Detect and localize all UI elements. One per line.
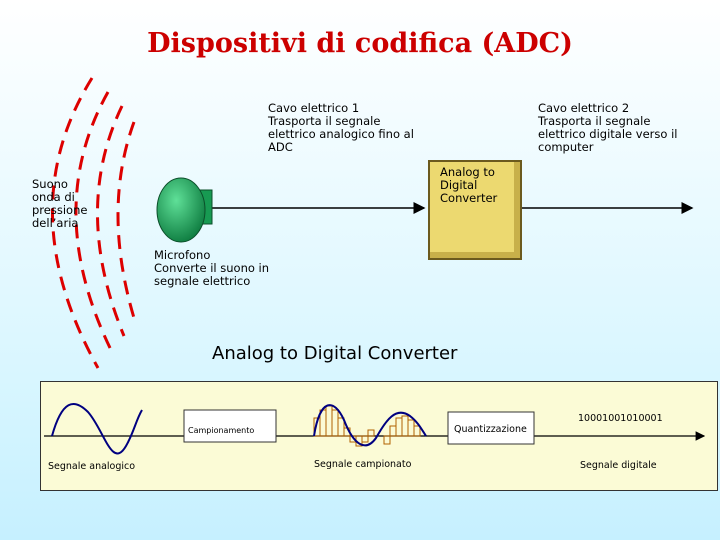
page-title: Dispositivi di codifica (ADC) xyxy=(147,28,573,59)
sampled-signal-wave xyxy=(313,404,427,447)
sound-wave-4 xyxy=(116,121,136,319)
adc-box-label: Analog to Digital Converter xyxy=(440,166,497,205)
sound-title: Suono xyxy=(32,177,68,191)
analog-signal-wave xyxy=(51,403,143,455)
digital-signal-label: Segnale digitale xyxy=(580,460,657,471)
cable2-label: Cavo elettrico 2 Trasporta il segnale el… xyxy=(538,102,678,154)
cable1-label: Cavo elettrico 1 Trasporta il segnale el… xyxy=(268,102,418,154)
cable1-title: Cavo elettrico 1 xyxy=(268,101,360,115)
sampled-signal-label: Segnale campionato xyxy=(314,459,412,470)
adc-box-line-3: Converter xyxy=(440,191,498,205)
sound-waves xyxy=(51,77,136,369)
sound-label: Suono onda di pressione dell’aria xyxy=(32,178,96,230)
adc-section-title: Analog to Digital Converter xyxy=(212,343,458,364)
bits-output: 10001001010001 xyxy=(578,413,663,424)
cable1-desc: Trasporta il segnale elettrico analogico… xyxy=(268,114,414,154)
digital-output-box xyxy=(568,400,668,428)
analog-signal-label: Segnale analogico xyxy=(48,461,136,472)
sound-wave-2 xyxy=(74,91,114,353)
cable2-title: Cavo elettrico 2 xyxy=(538,101,630,115)
sampling-label: Campionamento xyxy=(188,426,255,435)
adc-box xyxy=(428,160,522,260)
sampled-signal xyxy=(313,405,421,447)
sound-desc: onda di pressione dell’aria xyxy=(32,190,88,230)
sound-wave-3 xyxy=(96,105,126,337)
cable2-desc: Trasporta il segnale elettrico digitale … xyxy=(538,114,678,154)
sound-wave-1 xyxy=(51,77,100,369)
microphone-desc: Converte il suono in segnale elettrico xyxy=(154,261,270,288)
sampling-box xyxy=(183,409,277,443)
microphone-graphic xyxy=(156,177,213,243)
quantization-label: Quantizzazione xyxy=(454,424,527,435)
adc-box-line-1: Analog to xyxy=(440,165,495,179)
adc-box-line-2: Digital xyxy=(440,178,478,192)
microphone-title: Microfono xyxy=(154,248,211,262)
microphone-label: Microfono Converte il suono in segnale e… xyxy=(154,249,274,288)
quantization-box xyxy=(447,411,535,445)
